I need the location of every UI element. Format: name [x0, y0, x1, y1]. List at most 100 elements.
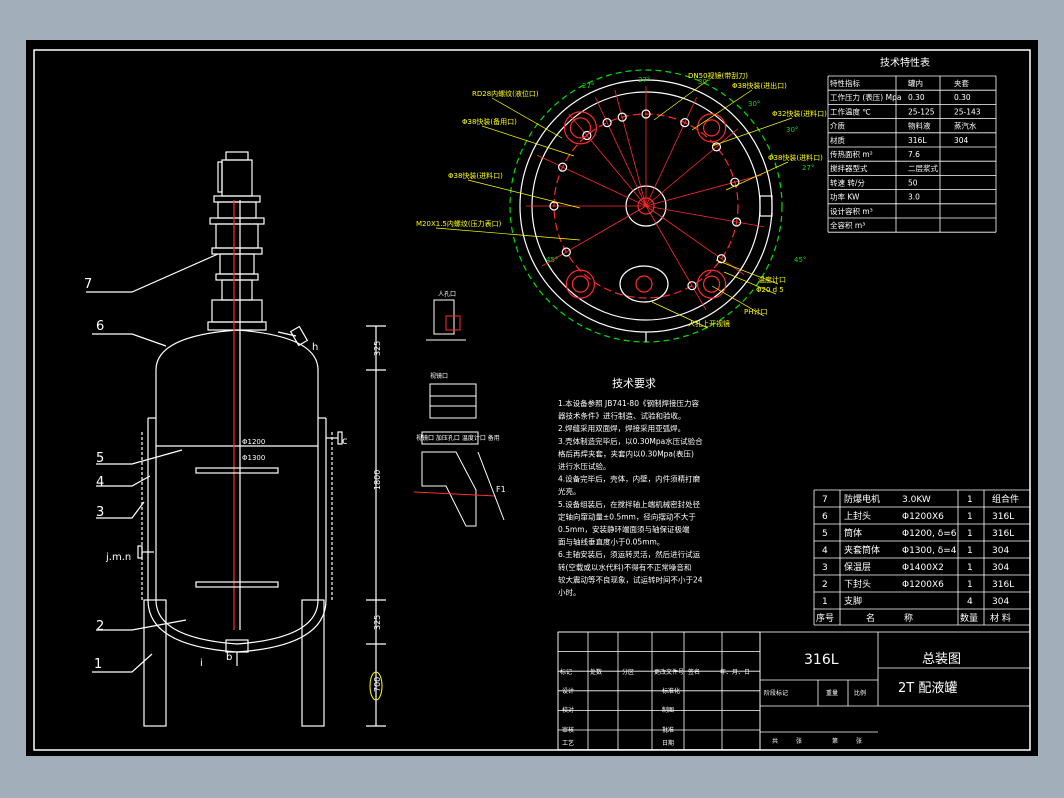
- tech-table-title: 技术特性表: [880, 56, 930, 69]
- plan-leader: [491, 97, 563, 139]
- plan-leader: [691, 89, 753, 131]
- parts-row-spec: Φ1200X6: [902, 580, 944, 590]
- drawing-canvas: 7 6 5 4 3 2 1 h c j.m.n i b Φ1200 Φ1300 …: [33, 49, 1031, 751]
- parts-header-cell: 称: [904, 612, 913, 624]
- plan-nozzle: [558, 162, 568, 172]
- dim-325-top: 325: [373, 341, 382, 356]
- tech-row-jacket-value: 25-143: [954, 107, 981, 116]
- plan-nozzle: [549, 201, 559, 211]
- detail-sketches: [413, 299, 505, 527]
- title-equipment-name: 2T 配液罐: [898, 681, 957, 696]
- tech-row-label: 设计容积 m³: [830, 206, 873, 216]
- title-block-cell: 共: [772, 737, 778, 745]
- detail-label-2: 视镜口: [430, 372, 448, 380]
- top-flange: [207, 321, 267, 331]
- title-block-cell: 分区: [622, 668, 634, 676]
- parts-row-spec: Φ1300, δ=4: [902, 546, 957, 556]
- parts-row-index: 3: [822, 563, 828, 573]
- impeller-lower: [195, 581, 279, 588]
- requirement-line: 格后再焊夹套，夹套内以0.30Mpa(表压): [558, 448, 694, 458]
- requirement-line: 3.壳体制造完毕后，以0.30Mpa水压试验合: [558, 436, 703, 446]
- requirement-line: 1.本设备参照 JB741-80《钢制焊接压力容: [558, 398, 699, 408]
- plan-nozzle-label: Φ20 d 5: [756, 286, 784, 294]
- title-block-cell: 工艺: [562, 739, 574, 747]
- title-block-cell: 第: [832, 737, 838, 745]
- plan-view: [509, 69, 783, 343]
- requirements-title: 技术要求: [612, 377, 656, 390]
- dim-phi1200: Φ1200: [242, 438, 265, 446]
- plan-leader: [651, 301, 709, 329]
- plan-ray: [645, 128, 739, 207]
- dim-1800: 1800: [373, 470, 382, 490]
- parts-row-index: 7: [822, 495, 828, 505]
- tech-row-label: 材质: [830, 135, 845, 145]
- requirement-line: 器技术条件》进行制造、试验和验收。: [558, 411, 686, 421]
- dim-700: 700: [373, 677, 382, 692]
- tech-row-label: 特性指标: [830, 78, 860, 88]
- plan-ray: [645, 205, 707, 311]
- parts-row-name: 下封头: [844, 578, 871, 590]
- tech-row-label: 功率 KW: [830, 192, 860, 202]
- plan-nozzle: [602, 118, 612, 128]
- plan-angle-label: 30°: [748, 100, 760, 108]
- tech-row-label: 介质: [830, 121, 845, 131]
- title-block-cell: 处数: [590, 668, 602, 676]
- callout-1: 1: [94, 657, 102, 672]
- elevation-view: [86, 151, 386, 727]
- callout-6: 6: [96, 319, 104, 334]
- plan-nozzle: [680, 118, 690, 128]
- plan-leader: [711, 285, 765, 317]
- requirement-line: 光亮。: [558, 486, 581, 496]
- title-block-cell: 张: [796, 737, 802, 745]
- title-material: 316L: [804, 652, 839, 668]
- title-block-cell: 阶段标记: [764, 689, 788, 697]
- title-block-cell: 更改文件号: [654, 668, 684, 676]
- plan-large-flange: [696, 113, 727, 143]
- dim-700-highlight: [369, 671, 383, 701]
- parts-row-material: 304: [992, 597, 1009, 607]
- title-drawing-type: 总装图: [922, 652, 961, 667]
- parts-row-qty: 1: [967, 563, 973, 573]
- parts-row-name: 支脚: [844, 595, 862, 607]
- plan-nozzle-label: RD28内螺纹(液位口): [472, 89, 539, 98]
- plan-nozzle-label: Φ38快装(备用口): [462, 117, 517, 126]
- requirement-line: 小时。: [558, 587, 581, 597]
- plan-angle-label: 30°: [786, 126, 798, 134]
- parts-row-name: 保温层: [844, 561, 871, 573]
- tech-row-jacket-value: 蒸汽水: [954, 121, 977, 131]
- lower-head: [155, 599, 319, 645]
- plan-nozzle-label: 温度计口: [758, 275, 786, 284]
- tech-row-vessel-value: 25-125: [908, 107, 935, 116]
- title-block-text: 316L 总装图 2T 配液罐 标记处数分区更改文件号签名年、月、日设计标准化审…: [560, 652, 961, 747]
- tech-row-vessel-value: 316L: [908, 136, 927, 145]
- plan-large-flange: [696, 269, 727, 299]
- plan-leader: [467, 179, 581, 209]
- title-block-cell: 批准: [662, 726, 674, 734]
- upper-head: [155, 329, 319, 371]
- plan-large-flange: [565, 269, 596, 299]
- tech-row-jacket-value: 304: [954, 136, 969, 145]
- tech-row-label: 工作压力 (表压) Mpa: [830, 92, 901, 102]
- detail-label-3: 视镜口 加压孔口 温度计口 备用: [416, 434, 500, 442]
- requirement-line: 2.焊缝采用双面焊，焊接采用亚弧焊。: [558, 423, 685, 433]
- title-block-cell: 标准化: [662, 687, 680, 695]
- tech-row-label: 转速 转/分: [830, 177, 865, 187]
- plan-angle-label: 45°: [794, 256, 806, 264]
- nozzle-b: b: [226, 652, 232, 663]
- parts-row-material: 304: [992, 563, 1009, 573]
- requirement-line: 4.设备完毕后，壳体，内壁，内件须精打磨: [558, 474, 701, 484]
- requirement-line: 0.5mm，安装静环端面须与轴保证极端: [558, 524, 690, 534]
- drawing-border: [33, 49, 1031, 751]
- plan-nozzle-label: Φ38快装(进料口): [448, 171, 503, 180]
- detail-labels: 人孔口 视镜口 视镜口 加压孔口 温度计口 备用 F1: [416, 290, 506, 494]
- plan-ray: [594, 97, 647, 207]
- title-block-cell: 制图: [662, 706, 674, 714]
- tech-row-vessel-value: 0.30: [908, 93, 925, 102]
- elevation-labels: 7 6 5 4 3 2 1 h c j.m.n i b Φ1200 Φ1300 …: [84, 277, 382, 692]
- title-block-cell: 校对: [562, 706, 574, 714]
- plan-angle-label: 27°: [802, 164, 814, 172]
- tech-row-vessel-value: 3.0: [908, 193, 920, 202]
- plan-leader: [711, 117, 793, 147]
- impeller-upper: [195, 467, 279, 474]
